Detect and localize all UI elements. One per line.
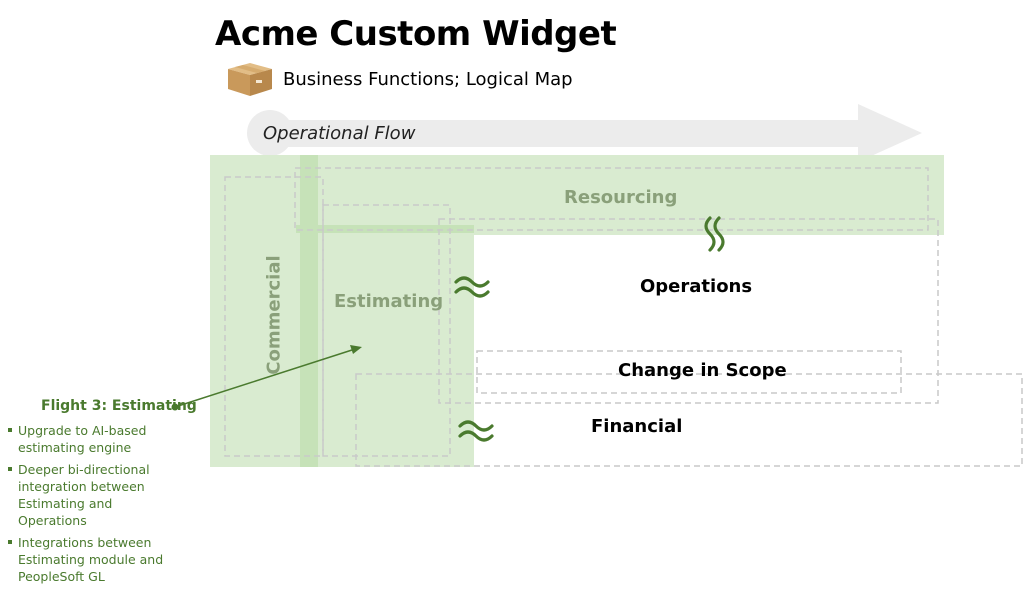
operations-label: Operations	[640, 276, 753, 297]
commercial-bar	[300, 155, 318, 467]
page-subtitle: Business Functions; Logical Map	[283, 69, 573, 90]
callout-bullet: Deeper bi-directional integration betwee…	[8, 461, 183, 529]
estimating-label: Estimating	[334, 291, 444, 312]
resourcing-label: Resourcing	[564, 187, 678, 208]
change-in-scope-label: Change in Scope	[618, 360, 787, 381]
operations-box-outline	[438, 218, 939, 404]
package-box-icon	[228, 63, 272, 96]
callout-title: Flight 3: Estimating	[41, 398, 197, 414]
commercial-label: Commercial	[263, 255, 285, 375]
callout-bullet-list: Upgrade to AI-based estimating engine De…	[8, 422, 183, 590]
financial-label: Financial	[591, 416, 683, 437]
operational-flow-label: Operational Flow	[263, 123, 416, 144]
estimating-highlight	[210, 227, 474, 467]
approximately-equal-icon	[454, 276, 490, 298]
estimating-box-outline	[322, 204, 451, 457]
approximately-equal-icon	[458, 420, 494, 442]
callout-bullet: Integrations between Estimating module a…	[8, 534, 183, 585]
operational-flow-arrow	[247, 104, 922, 162]
approximately-equal-icon	[704, 216, 725, 252]
page-title: Acme Custom Widget	[215, 14, 617, 54]
callout-pointer-arrow	[171, 345, 362, 411]
estimating-bar	[296, 225, 474, 233]
logical-map-diagram	[171, 104, 1023, 467]
change-in-scope-box-outline	[476, 350, 902, 394]
commercial-box-outline	[224, 176, 324, 457]
resourcing-box-outline	[294, 167, 929, 231]
financial-box-outline	[355, 373, 1023, 467]
callout-bullet: Upgrade to AI-based estimating engine	[8, 422, 183, 456]
